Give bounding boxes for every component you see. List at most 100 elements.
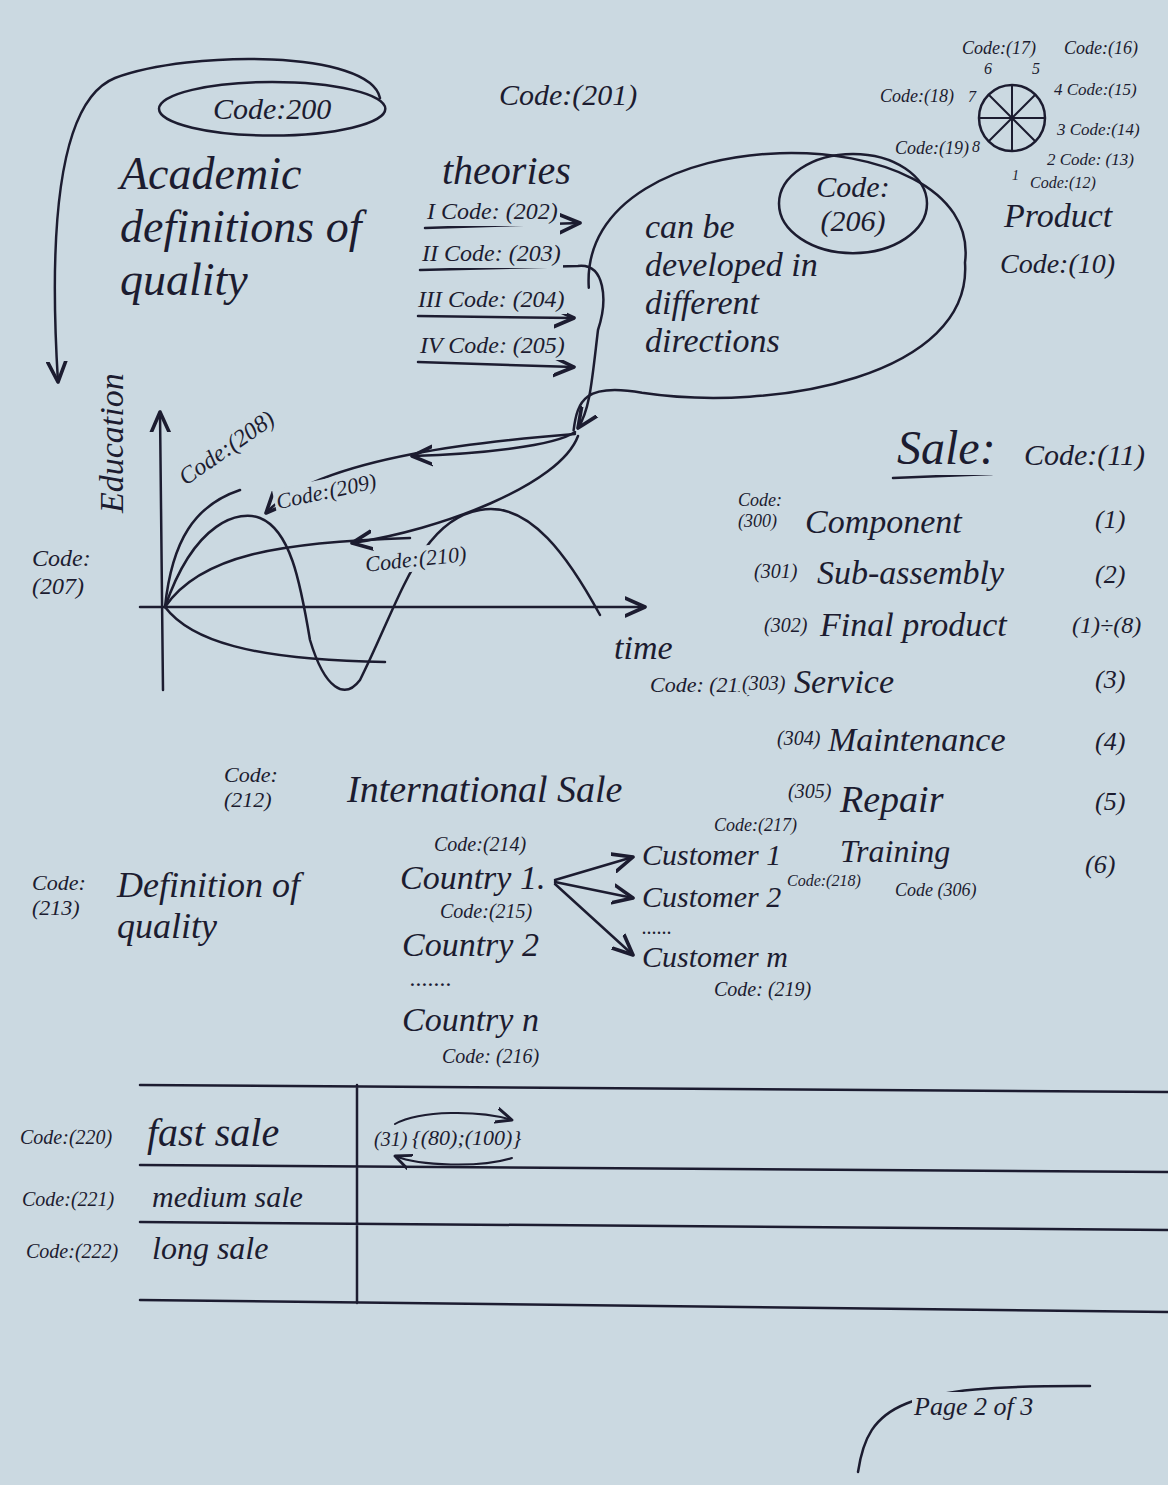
- wheel-spokes: [979, 85, 1045, 151]
- label-text: 1: [1010, 168, 1021, 184]
- label-text: Code: (213): [30, 870, 114, 921]
- label-text: Definition of quality: [115, 865, 319, 948]
- oval-outline: [159, 82, 385, 136]
- label-text: Sale:: [895, 420, 998, 475]
- label-text: Country 1.: [398, 858, 547, 897]
- label-text: (301): [752, 560, 799, 583]
- label-text: Code: (212): [222, 762, 306, 813]
- label-text: ......: [640, 916, 674, 939]
- label-text: Code:(10): [998, 248, 1117, 280]
- label-text: (6): [1083, 850, 1117, 880]
- node-text: Code:200: [213, 92, 331, 126]
- underline-arrow: [418, 316, 574, 318]
- oval-node: Code:200: [165, 86, 379, 132]
- label-text: 2 Code: (13): [1045, 150, 1136, 170]
- label-text: long sale: [150, 1230, 270, 1267]
- label-text: Code: (219): [712, 978, 813, 1001]
- customer-arrow: [555, 884, 633, 955]
- theory-arrow: [352, 436, 578, 543]
- label-text: 5: [1030, 60, 1042, 78]
- label-text: Customer 1: [640, 838, 783, 873]
- label-text: III Code: (204): [416, 286, 567, 314]
- loop-outline: [574, 153, 966, 430]
- label-text: Code:(12): [1028, 174, 1098, 192]
- label-text: IV Code: (205): [418, 332, 567, 360]
- node-text: Code: (206): [803, 170, 903, 237]
- label-text: (1)÷(8): [1070, 612, 1143, 640]
- label-text: 8: [970, 138, 982, 156]
- label-text: Education: [92, 371, 131, 515]
- label-text: Code:(220): [18, 1126, 114, 1149]
- oval-outline: [779, 154, 927, 253]
- label-text: Training: [838, 833, 952, 870]
- label-text: Code:(17): [960, 38, 1038, 59]
- label-text: II Code: (203): [420, 240, 563, 268]
- label-text: (303): [740, 672, 787, 695]
- label-text: Service: [792, 662, 896, 701]
- label-text: Academic definitions of quality: [118, 148, 392, 307]
- label-text: (1): [1093, 505, 1127, 535]
- label-text: .......: [408, 965, 454, 993]
- label-text: (305): [786, 780, 833, 803]
- label-text: Country 2: [400, 925, 541, 964]
- y-axis: [160, 412, 163, 690]
- label-text: Code: (207): [30, 545, 114, 600]
- label-text: (2): [1093, 560, 1127, 590]
- label-text: Code:(221): [20, 1188, 116, 1211]
- label-text: (302): [762, 614, 809, 637]
- customer-arrow: [555, 857, 633, 880]
- growth-curve: [165, 490, 240, 607]
- label-text: Code:(218): [785, 872, 863, 890]
- label-text: Code:(18): [878, 86, 956, 107]
- label-text: Code:(210): [362, 541, 469, 577]
- label-text: Country n: [400, 1000, 541, 1039]
- underline-arrow: [418, 362, 574, 367]
- oval-node: Code: (206): [785, 158, 921, 249]
- swap-arrow: [395, 1113, 512, 1124]
- sine-curve: [165, 509, 600, 690]
- label-text: Code:(16): [1062, 38, 1140, 59]
- label-text: Code (306): [893, 880, 978, 901]
- label-text: 7: [966, 88, 978, 106]
- label-text: Code:(214): [432, 833, 528, 856]
- label-text: Page 2 of 3: [912, 1392, 1035, 1422]
- label-text: Code: (216): [440, 1045, 541, 1068]
- label-text: (304): [775, 727, 822, 750]
- label-text: International Sale: [345, 768, 624, 812]
- wheel-rim: [979, 85, 1045, 151]
- label-text: Code:(11): [1022, 438, 1147, 473]
- label-text: Code:(201): [497, 78, 639, 113]
- label-text: Code:(208): [172, 404, 282, 492]
- label-text: Product: [1002, 196, 1114, 235]
- label-text: Code:(217): [712, 815, 799, 836]
- wheel-symbol: [979, 85, 1045, 151]
- label-text: theories: [440, 148, 573, 194]
- label-text: Sub-assembly: [815, 553, 1006, 592]
- swap-arrow: [395, 1156, 512, 1165]
- label-text: Code:(19): [893, 138, 971, 159]
- table-grid: [140, 1085, 1168, 1312]
- label-text: 6: [982, 60, 994, 78]
- label-text: Maintenance: [826, 720, 1008, 759]
- label-text: Code:(222): [24, 1240, 120, 1263]
- label-text: Final product: [818, 605, 1009, 644]
- label-text: I Code: (202): [425, 198, 560, 226]
- label-text: Customer 2: [640, 880, 783, 915]
- label-text: (4): [1093, 727, 1127, 757]
- loop-region: can be developed in different directions…: [585, 150, 965, 400]
- label-text: Component: [803, 502, 964, 541]
- label-text: (3): [1093, 665, 1127, 695]
- label-text: (31): [372, 1128, 409, 1151]
- label-text: time: [612, 628, 675, 667]
- label-text: fast sale: [145, 1110, 281, 1156]
- label-text: medium sale: [150, 1180, 305, 1215]
- label-text: (5): [1093, 787, 1127, 817]
- label-text: Customer m: [640, 940, 790, 975]
- label-text: 3 Code:(14): [1055, 120, 1142, 140]
- label-text: 4 Code:(15): [1052, 80, 1139, 100]
- label-text: {(80);(100)}: [410, 1125, 523, 1150]
- label-text: Code: (300): [736, 490, 790, 531]
- page-arc: [858, 1386, 1090, 1472]
- label-text: Code:(215): [438, 900, 534, 923]
